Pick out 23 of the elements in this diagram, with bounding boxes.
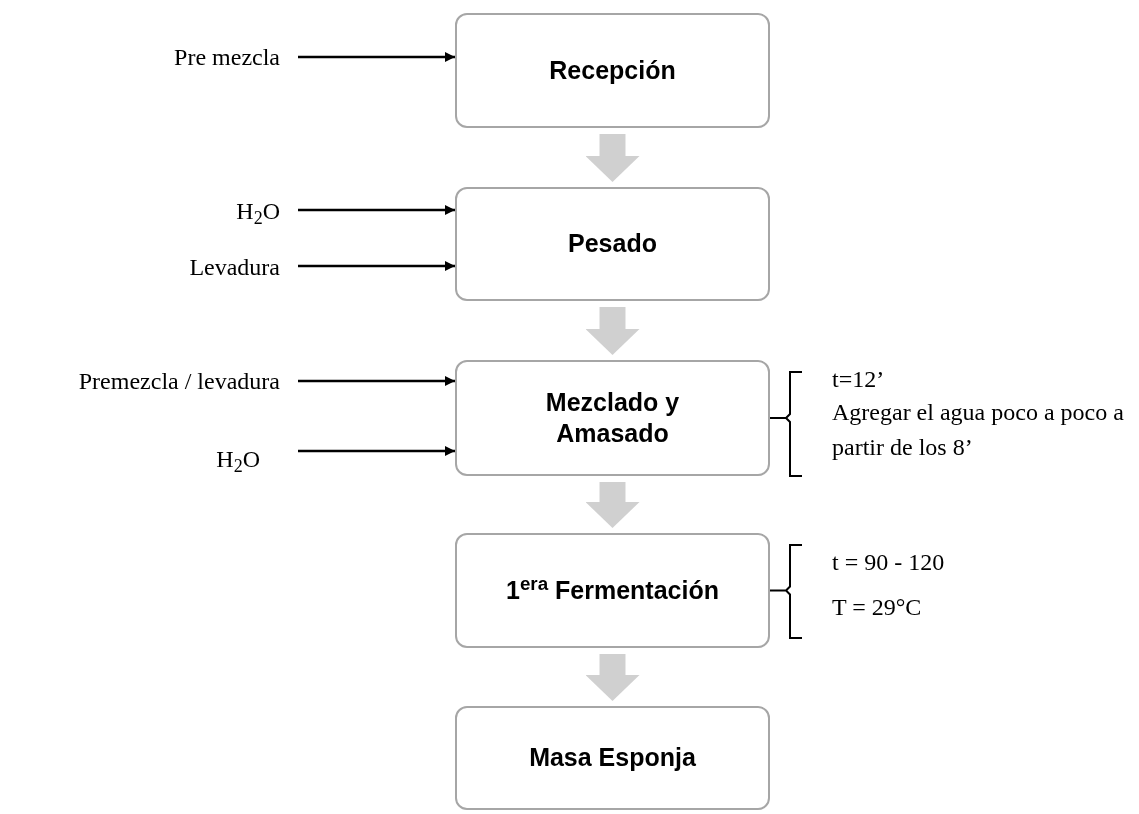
note-text: T = 29°C xyxy=(832,593,923,622)
note-text: t=12’ xyxy=(832,365,886,394)
process-box: 1$^{era}$ Fermentación xyxy=(455,533,770,648)
arrow xyxy=(298,261,455,271)
note-text: Agregar el agua poco a poco a partir de los 8’ xyxy=(832,398,1125,462)
note-text: t = 90 - 120 xyxy=(832,548,946,577)
input-label: Pre mezcla xyxy=(120,40,280,74)
block-arrow xyxy=(585,307,640,355)
block-arrow xyxy=(585,134,640,182)
block-arrow xyxy=(585,654,640,701)
process-box: Mezclado y Amasado xyxy=(455,360,770,476)
process-box: Recepción xyxy=(455,13,770,128)
input-label: H$_{2}$O xyxy=(130,194,280,228)
arrow xyxy=(298,205,455,215)
arrow xyxy=(298,376,455,386)
process-box: Masa Esponja xyxy=(455,706,770,810)
process-box: Pesado xyxy=(455,187,770,301)
input-label: Premezcla / levadura xyxy=(4,364,280,398)
arrow xyxy=(298,52,455,62)
block-arrow xyxy=(585,482,640,528)
arrow xyxy=(298,446,455,456)
input-label: Levadura xyxy=(130,250,280,284)
input-label: H$_{2}$O xyxy=(170,442,260,476)
